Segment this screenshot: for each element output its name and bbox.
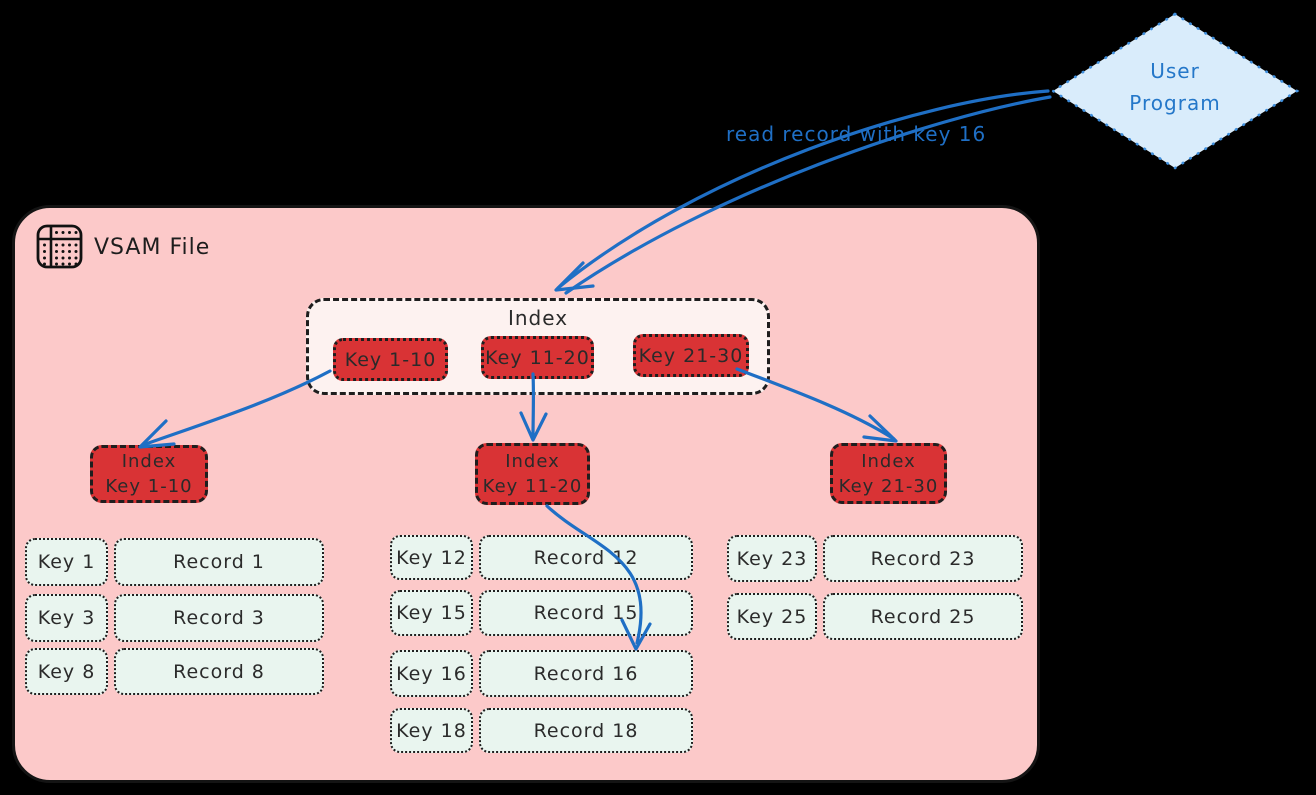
sub-index-line1: Index <box>861 450 916 472</box>
record-cell: Record 15 <box>479 590 693 636</box>
table-icon <box>36 224 83 269</box>
index-key-range-21-30: Key 21-30 <box>633 334 749 377</box>
sub-index-key-21-30: Index Key 21-30 <box>830 443 947 504</box>
record-cell: Record 1 <box>114 538 324 586</box>
sub-index-line1: Index <box>121 451 177 472</box>
vsam-file-title: VSAM File <box>94 234 211 260</box>
record-row: Key 1 Record 1 <box>25 538 324 586</box>
record-row: Key 8 Record 8 <box>25 648 324 695</box>
sub-index-line2: Key 21-30 <box>838 475 939 497</box>
key-cell: Key 8 <box>25 648 108 695</box>
sub-index-key-1-10: Index Key 1-10 <box>90 445 208 503</box>
record-row: Key 23 Record 23 <box>727 535 1023 582</box>
index-block: Index Key 1-10 Key 11-20 Key 21-30 <box>306 298 770 395</box>
record-cell: Record 25 <box>823 593 1023 640</box>
sub-index-key-11-20: Index Key 11-20 <box>475 443 590 505</box>
record-row: Key 3 Record 3 <box>25 594 324 642</box>
key-cell: Key 23 <box>727 535 817 582</box>
record-cell: Record 8 <box>114 648 324 695</box>
key-cell: Key 18 <box>390 708 473 753</box>
record-cell: Record 18 <box>479 708 693 753</box>
request-arrow-label: read record with key 16 <box>726 122 987 146</box>
key-cell: Key 3 <box>25 594 108 642</box>
user-program-label-line2: Program <box>1129 91 1221 115</box>
record-row: Key 25 Record 25 <box>727 593 1023 640</box>
index-key-range-1-10: Key 1-10 <box>333 338 448 381</box>
key-cell: Key 16 <box>390 650 473 697</box>
record-cell: Record 12 <box>479 535 693 580</box>
sub-index-line1: Index <box>505 451 560 472</box>
sub-index-line2: Key 11-20 <box>482 476 583 497</box>
key-cell: Key 12 <box>390 535 473 580</box>
record-row: Key 12 Record 12 <box>390 535 693 580</box>
index-key-range-11-20: Key 11-20 <box>481 336 594 379</box>
vsam-file-header: VSAM File <box>36 224 210 270</box>
user-program-label-line1: User <box>1150 59 1200 83</box>
sub-index-line2: Key 1-10 <box>105 476 193 497</box>
record-row: Key 18 Record 18 <box>390 708 693 753</box>
record-cell: Record 16 <box>479 650 693 697</box>
record-row: Key 15 Record 15 <box>390 590 693 636</box>
record-row: Key 16 Record 16 <box>390 650 693 697</box>
record-cell: Record 3 <box>114 594 324 642</box>
record-cell: Record 23 <box>823 535 1023 582</box>
user-program-node: User Program <box>1095 55 1255 119</box>
key-cell: Key 1 <box>25 538 108 586</box>
key-cell: Key 25 <box>727 593 817 640</box>
index-block-title: Index <box>507 306 569 330</box>
key-cell: Key 15 <box>390 590 473 636</box>
